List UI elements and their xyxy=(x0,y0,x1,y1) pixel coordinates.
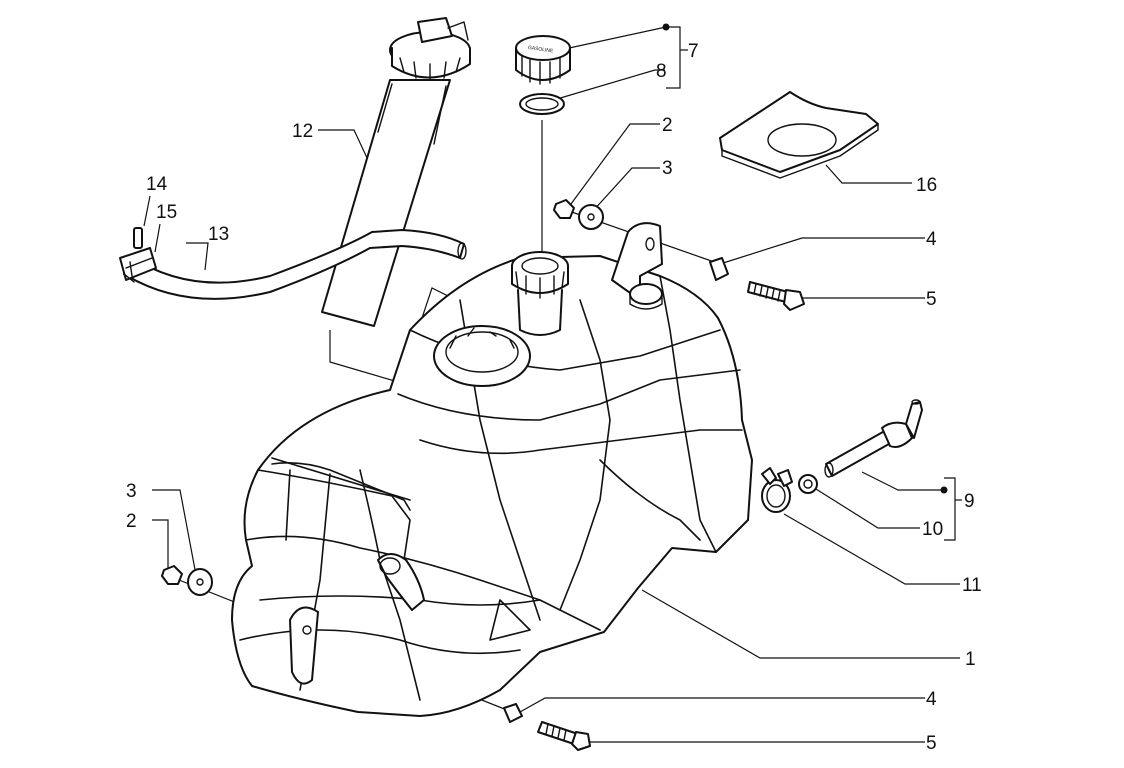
spring-clip xyxy=(761,467,793,513)
vent-tube xyxy=(824,399,923,478)
callout-4: 4 xyxy=(926,229,937,250)
callout-2: 2 xyxy=(662,115,673,136)
kit-marker-dot xyxy=(940,486,948,494)
foam-pad xyxy=(719,91,879,179)
callout-13: 13 xyxy=(208,224,229,245)
callout-7: 7 xyxy=(688,41,699,62)
washer xyxy=(798,474,818,494)
callout-3: 3 xyxy=(126,481,137,502)
callout-9: 9 xyxy=(964,491,975,512)
cap-marking: GASOLINE xyxy=(527,45,554,55)
o-ring xyxy=(519,93,565,115)
callout-15: 15 xyxy=(156,202,177,223)
callout-5: 5 xyxy=(926,289,937,310)
callout-14: 14 xyxy=(146,174,168,195)
callout-5: 5 xyxy=(926,733,937,754)
callout-3: 3 xyxy=(662,158,673,179)
upper-hardware xyxy=(553,199,805,311)
callout-12: 12 xyxy=(292,121,313,142)
kit-marker-dot xyxy=(662,23,670,31)
callout-8: 8 xyxy=(656,61,667,82)
callout-4: 4 xyxy=(926,689,937,710)
fuel-pump-sender xyxy=(321,17,471,327)
fuel-cap: GASOLINE xyxy=(515,35,571,85)
lower-hardware xyxy=(161,565,591,751)
hose-clamp xyxy=(119,227,157,283)
callout-labels: 1 2 2 3 3 4 4 5 5 7 8 9 10 11 12 13 14 1… xyxy=(126,41,982,754)
callout-11: 11 xyxy=(962,575,982,596)
fuel-hose xyxy=(123,229,467,300)
callout-1: 1 xyxy=(965,649,976,670)
fuel-tank xyxy=(231,222,753,717)
callout-16: 16 xyxy=(916,175,937,196)
callout-2: 2 xyxy=(126,511,137,532)
callout-10: 10 xyxy=(922,519,943,540)
